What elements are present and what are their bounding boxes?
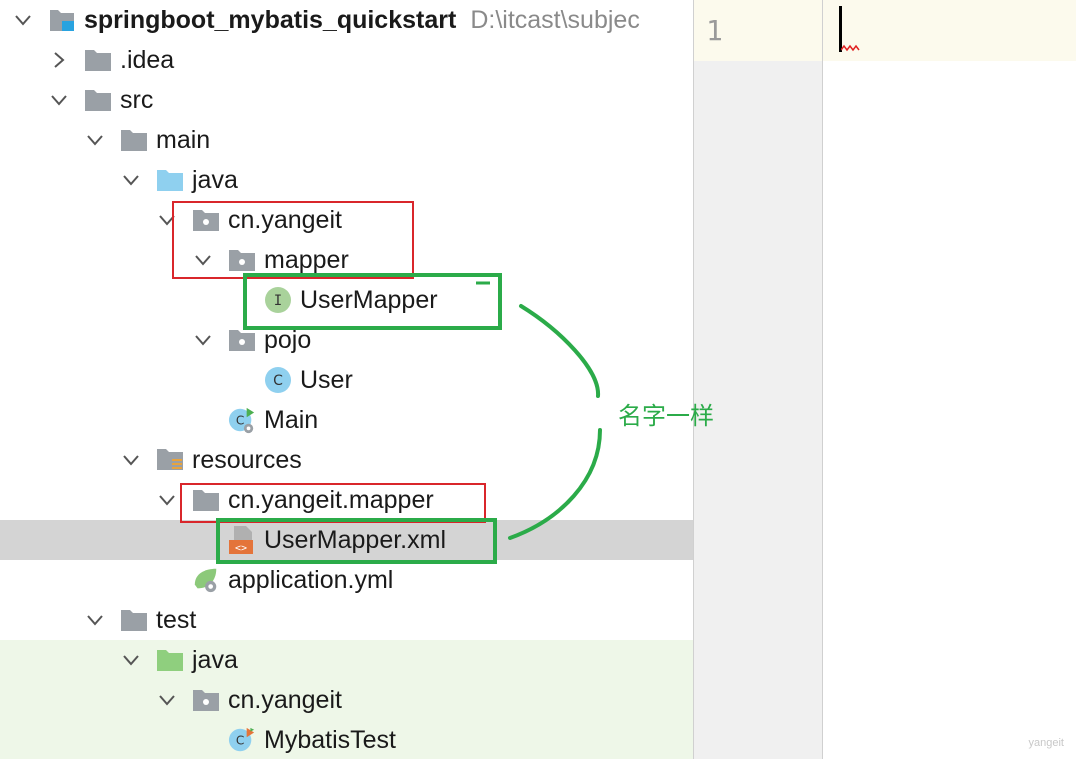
tree-item-label: test (156, 606, 197, 634)
runnable-class-icon: C (228, 406, 256, 434)
project-folder-icon (48, 6, 76, 34)
chevron-down-icon[interactable] (192, 249, 214, 271)
project-tree[interactable]: springboot_mybatis_quickstart D:\itcast\… (0, 0, 693, 759)
editor-area[interactable]: yangeit (823, 0, 1076, 759)
green-highlight-usermapper-xml (216, 518, 497, 564)
class-letter: C (236, 734, 244, 748)
green-highlight-usermapper (243, 273, 502, 330)
test-folder-icon (156, 646, 184, 674)
tree-row-test[interactable]: test (0, 600, 693, 640)
xml-file-icon: <> (228, 526, 256, 554)
tree-item-label: resources (192, 446, 302, 474)
package-icon (192, 686, 220, 714)
chevron-down-icon[interactable] (192, 329, 214, 351)
tree-item-label: cn.yangeit (228, 686, 342, 714)
tree-row-java-source[interactable]: java (0, 160, 693, 200)
chevron-down-icon[interactable] (156, 209, 178, 231)
project-path: D:\itcast\subjec (470, 5, 640, 34)
source-folder-icon (156, 166, 184, 194)
chevron-right-icon[interactable] (48, 49, 70, 71)
text-caret (839, 6, 842, 52)
tree-row-package-mapper[interactable]: mapper (0, 240, 693, 280)
xml-glyph: <> (235, 543, 247, 554)
folder-icon (120, 606, 148, 634)
tree-item-label: UserMapper (300, 286, 438, 314)
current-line-highlight (823, 0, 1076, 61)
tree-row-package-cn-yangeit[interactable]: cn.yangeit (0, 200, 693, 240)
chevron-down-icon[interactable] (156, 489, 178, 511)
annotation-text: 名字一样 (618, 402, 714, 430)
tree-item-label: pojo (264, 326, 312, 354)
chevron-down-icon[interactable] (12, 9, 34, 31)
package-icon (192, 206, 220, 234)
error-squiggle (841, 44, 860, 52)
folder-icon (192, 486, 220, 514)
chevron-down-icon[interactable] (120, 649, 142, 671)
tree-row-usermapper-interface[interactable]: I UserMapper (0, 280, 693, 320)
watermark: yangeit (1028, 737, 1064, 749)
tree-item-label: cn.yangeit (228, 206, 342, 234)
tree-item-label: .idea (120, 46, 175, 74)
tree-item-label: main (156, 126, 211, 154)
class-letter: C (273, 373, 283, 389)
tree-item-label: java (192, 646, 238, 674)
tree-row-test-package-cn-yangeit[interactable]: cn.yangeit (0, 680, 693, 720)
tree-item-label: User (300, 366, 353, 394)
folder-icon (84, 46, 112, 74)
class-icon: C (264, 366, 292, 394)
tree-row-resource-dir-mapper[interactable]: cn.yangeit.mapper (0, 480, 693, 520)
tree-item-label: MybatisTest (264, 726, 396, 754)
tree-item-label: Main (264, 406, 319, 434)
tree-item-label: application.yml (228, 566, 394, 594)
red-highlight-package (172, 201, 414, 279)
editor-gutter: 1 (693, 0, 823, 759)
tree-row-project-root[interactable]: springboot_mybatis_quickstart D:\itcast\… (0, 0, 693, 40)
chevron-down-icon[interactable] (120, 169, 142, 191)
tree-row-java-test[interactable]: java (0, 640, 693, 680)
tree-row-mybatistest[interactable]: C MybatisTest (0, 720, 693, 759)
test-class-icon: C (228, 726, 256, 754)
interface-letter: I (274, 293, 282, 309)
tree-row-main[interactable]: main (0, 120, 693, 160)
resources-folder-icon (156, 446, 184, 474)
tree-item-label: cn.yangeit.mapper (228, 486, 434, 514)
chevron-down-icon[interactable] (156, 689, 178, 711)
tree-item-label: src (120, 86, 154, 114)
tree-item-label: mapper (264, 246, 349, 274)
tree-row-main-class[interactable]: C Main (0, 400, 693, 440)
project-name: springboot_mybatis_quickstart (84, 6, 457, 34)
tree-row-resources[interactable]: resources (0, 440, 693, 480)
tree-item-label: java (192, 166, 238, 194)
chevron-down-icon[interactable] (120, 449, 142, 471)
folder-icon (120, 126, 148, 154)
chevron-down-icon[interactable] (84, 129, 106, 151)
tree-row-src[interactable]: src (0, 80, 693, 120)
line-number: 1 (706, 14, 723, 47)
chevron-down-icon[interactable] (48, 89, 70, 111)
tree-row-application-yml[interactable]: application.yml (0, 560, 693, 600)
folder-icon (84, 86, 112, 114)
current-line-highlight (694, 0, 822, 61)
package-icon (228, 326, 256, 354)
package-icon (228, 246, 256, 274)
class-letter: C (236, 414, 244, 428)
interface-icon: I (264, 286, 292, 314)
chevron-down-icon[interactable] (84, 609, 106, 631)
red-highlight-resource-dir (180, 483, 486, 523)
tree-row-idea[interactable]: .idea (0, 40, 693, 80)
spring-config-icon (192, 566, 220, 594)
tree-row-user-class[interactable]: C User (0, 360, 693, 400)
tree-row-package-pojo[interactable]: pojo (0, 320, 693, 360)
tree-item-label: UserMapper.xml (264, 526, 446, 554)
